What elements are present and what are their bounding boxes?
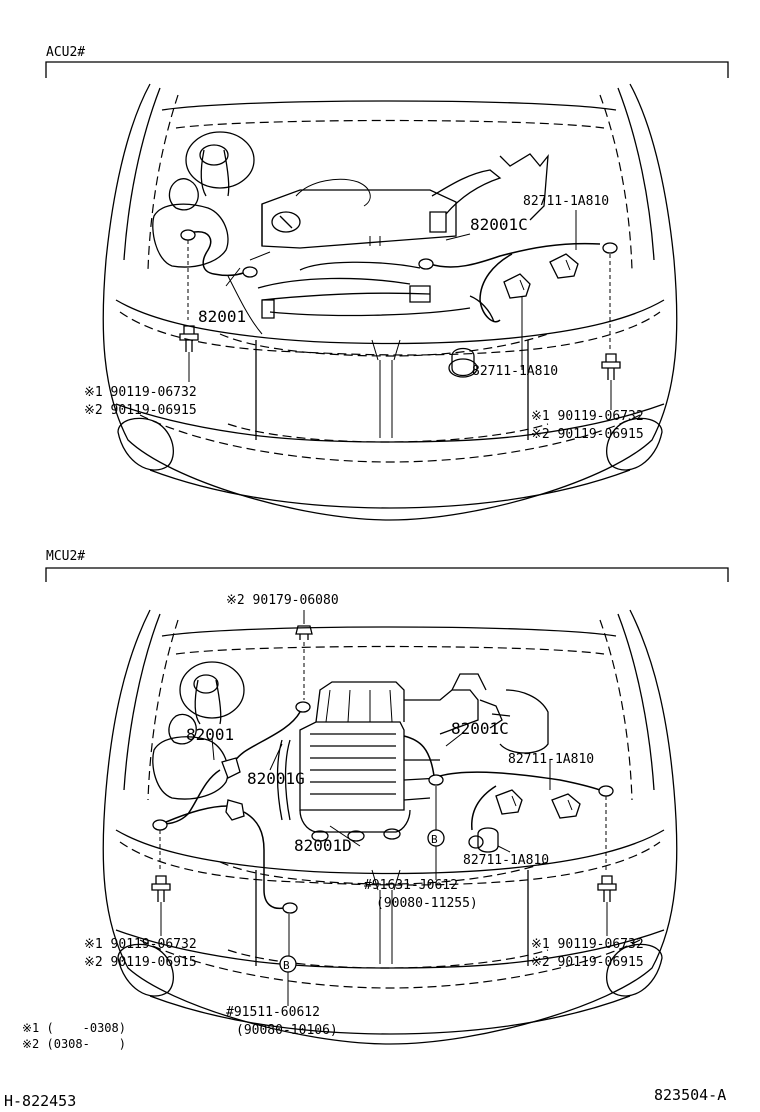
footer-right-code: 823504-A: [654, 1086, 726, 1104]
acu-section: ACU2#: [45, 45, 729, 521]
mcu-grommet-left: [152, 819, 168, 831]
mcu-label-bolt-right-1: ※1 90119-06732: [531, 937, 644, 952]
footnotes: ※1 ( -0308) ※2 (0308- ): [22, 1021, 126, 1051]
mcu-grommet-right: [598, 785, 614, 797]
acu-harness: [179, 210, 621, 410]
mcu-label-82001g: 82001G: [247, 769, 305, 788]
acu-grommet-left: [180, 229, 196, 241]
mcu-bolt-left-icon: [151, 875, 171, 902]
acu-label-82001: 82001: [198, 307, 246, 326]
mcu-grommet-top: [295, 701, 311, 713]
mcu-callout-b-lower-text: B: [283, 959, 290, 972]
mcu-label-sensor-top: 82711-1A810: [508, 752, 594, 767]
footer-left-code: H-822453: [4, 1092, 76, 1110]
acu-label-82001c: 82001C: [470, 215, 528, 234]
acu-label-sensor-top: 82711-1A810: [523, 194, 609, 209]
acu-grommet-right: [602, 242, 618, 254]
mcu-label-82001: 82001: [186, 725, 234, 744]
mcu-label-82001d: 82001D: [294, 836, 352, 855]
mcu-bolt-right-icon: [597, 875, 617, 902]
footer: H-822453 823504-A: [4, 1086, 726, 1110]
acu-header-bracket: [45, 61, 729, 78]
mcu-label-sensor-bottom: 82711-1A810: [463, 853, 549, 868]
footnote-2: ※2 (0308- ): [22, 1037, 126, 1051]
acu-label-bolt-left-2: ※2 90119-06915: [84, 403, 197, 418]
acu-label-bolt-right-1: ※1 90119-06732: [531, 409, 644, 424]
mcu-label-bolt-left-1: ※1 90119-06732: [84, 937, 197, 952]
mcu-sensor-connector-left: [495, 789, 523, 815]
mcu-label-bolt-left-2: ※2 90119-06915: [84, 955, 197, 970]
mcu-harness: B B: [151, 610, 617, 1006]
acu-bolt-left-icon: [179, 325, 199, 352]
mcu-header-bracket: [45, 567, 729, 582]
mcu-grommet-center: [428, 774, 444, 786]
mcu-label-clamp-b-lower-2: (90080-10106): [236, 1023, 338, 1038]
mcu-label-clamp-b-upper-2: (90080-11255): [376, 896, 478, 911]
acu-label-sensor-bottom: 82711-1A810: [472, 364, 558, 379]
acu-label-bolt-right-2: ※2 90119-06915: [531, 427, 644, 442]
mcu-connector-left-upper: [221, 757, 241, 779]
acu-sensor-connector-upper: [549, 253, 579, 279]
mcu-callout-b-upper-text: B: [431, 833, 438, 846]
mcu-connector-left-lower: [225, 799, 245, 821]
mcu-header: MCU2#: [46, 549, 85, 564]
footnote-1: ※1 ( -0308): [22, 1021, 126, 1035]
mcu-grommet-bottom: [282, 902, 298, 914]
mcu-section: MCU2#: [45, 549, 729, 1045]
acu-vehicle-body: [102, 83, 678, 521]
acu-grommet-mid: [242, 266, 258, 278]
acu-grommet-center: [418, 258, 434, 270]
acu-label-bolt-left-1: ※1 90119-06732: [84, 385, 197, 400]
acu-header: ACU2#: [46, 45, 85, 60]
mcu-sensor-connector-right: [551, 793, 581, 819]
acu-engine: [152, 131, 549, 378]
mcu-label-bolt-right-2: ※2 90119-06915: [531, 955, 644, 970]
mcu-label-82001c: 82001C: [451, 719, 509, 738]
mcu-label-nut-top: ※2 90179-06080: [226, 593, 339, 608]
mcu-label-clamp-b-upper-1: #91631-J0612: [364, 878, 458, 893]
mcu-label-clamp-b-lower-1: #91511-60612: [226, 1005, 320, 1020]
mcu-vehicle-body: [102, 609, 678, 1045]
mcu-nut-top-icon: [295, 625, 313, 640]
acu-sensor-connector-lower: [503, 273, 531, 299]
acu-bolt-right-icon: [601, 353, 621, 380]
